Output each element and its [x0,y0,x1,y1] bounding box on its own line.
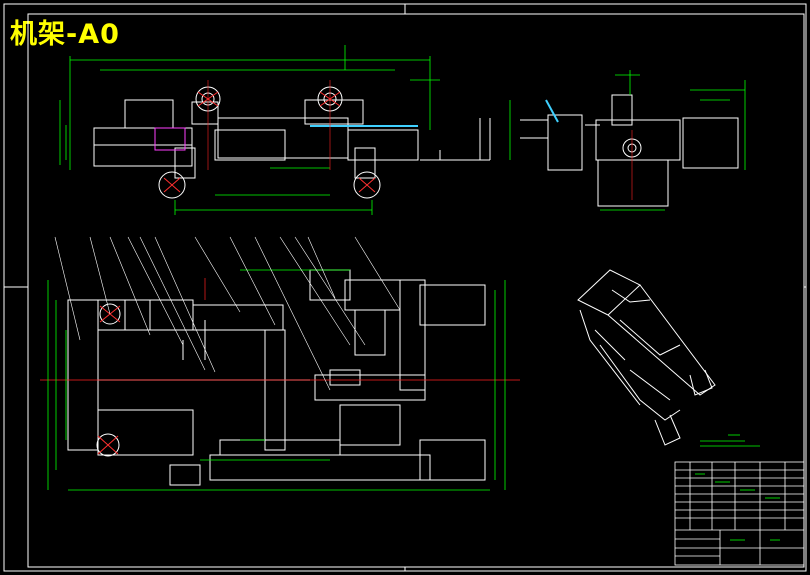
side-view [509,70,746,211]
sheet-border [3,3,807,572]
plan-view [40,236,520,491]
technical-notes [700,434,760,447]
title-block-fills [695,473,780,541]
front-view [59,45,491,215]
isometric-view [577,269,716,446]
title-block [674,461,805,566]
